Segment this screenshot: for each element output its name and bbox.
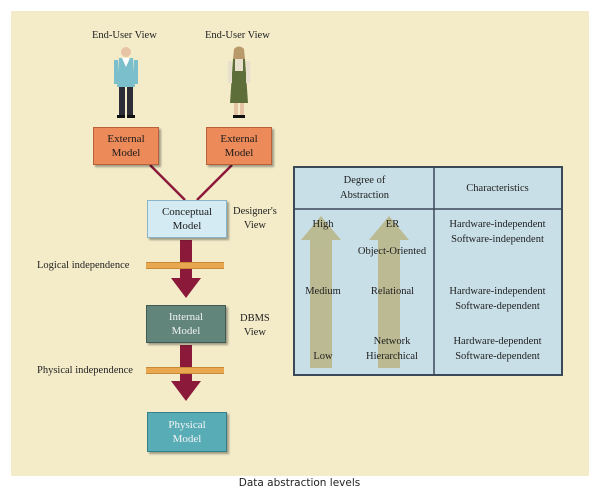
arrow-head-internal-physical [171, 381, 201, 401]
conceptual-model-box: Conceptual Model [147, 200, 227, 238]
conceptual-model-label: Conceptual Model [161, 206, 213, 232]
physical-model-label: Physical Model [168, 419, 206, 445]
model-object-oriented: Object-Oriented [357, 246, 427, 257]
header-characteristics: Characteristics [466, 183, 529, 194]
external-model-box-2: External Model [206, 127, 272, 165]
arrow-shaft-conceptual-internal [180, 240, 192, 280]
external-model-label-1: External Model [107, 133, 145, 159]
end-user-view-label-2: End-User View [205, 30, 270, 41]
internal-model-label: Internal Model [168, 311, 204, 337]
figure-caption: Data abstraction levels [238, 477, 361, 489]
level-high: High [312, 219, 334, 230]
physical-independence-bar [146, 367, 224, 374]
level-low: Low [313, 351, 333, 362]
connector-line-right [196, 164, 233, 201]
level-medium: Medium [305, 286, 341, 297]
model-relational: Relational [370, 286, 415, 297]
dbms-view-label: DBMS View [240, 313, 270, 338]
connector-line-left [149, 164, 186, 201]
header-degree-of-abstraction: Degree of Abstraction [340, 175, 389, 201]
arrow-head-conceptual-internal [171, 278, 201, 298]
physical-independence-label: Physical independence [37, 365, 133, 376]
characteristics-medium: Hardware-independent Software-dependent [449, 286, 546, 312]
end-user-view-label-1: End-User View [92, 30, 157, 41]
characteristics-high: Hardware-independent Software-independen… [449, 219, 546, 245]
designers-view-label: Designer's View [233, 206, 277, 231]
arrow-shaft-internal-physical [180, 345, 192, 383]
abstraction-arrow-left [301, 216, 341, 368]
physical-model-box: Physical Model [147, 412, 227, 452]
model-network-hierarchical: Network Hierarchical [366, 336, 418, 362]
woman-figure-icon [228, 46, 250, 118]
characteristics-low: Hardware-dependent Software-dependent [453, 336, 542, 362]
logical-independence-bar [146, 262, 224, 269]
external-model-label-2: External Model [220, 133, 258, 159]
abstraction-table: Degree of Abstraction Characteristics Hi… [293, 166, 563, 376]
man-figure-icon [114, 47, 138, 118]
abstraction-arrow-right [369, 216, 409, 368]
external-model-box-1: External Model [93, 127, 159, 165]
table-grid [295, 168, 561, 374]
logical-independence-label: Logical independence [37, 260, 130, 271]
internal-model-box: Internal Model [146, 305, 226, 343]
model-er: ER [385, 219, 400, 230]
